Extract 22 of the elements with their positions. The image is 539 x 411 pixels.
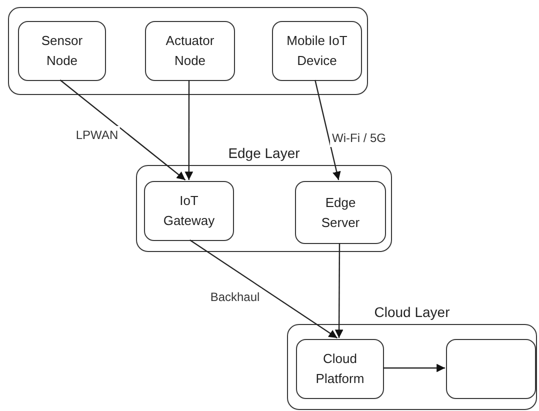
box-label: Edge Server (320, 194, 361, 232)
layer-heading: Cloud Layer (373, 303, 451, 322)
layer-heading: Edge Layer (227, 144, 301, 163)
arrow (383, 364, 445, 372)
process-box (145, 21, 235, 81)
process-box (272, 21, 362, 81)
process-box (295, 181, 386, 244)
process-box (296, 339, 384, 399)
arrow (189, 240, 338, 338)
box-label: Mobile IoT Device (286, 32, 348, 70)
arrow (314, 80, 341, 180)
box-label: Cloud Platform (314, 350, 366, 388)
arrow (184, 80, 194, 180)
arrow (60, 80, 186, 180)
process-box (446, 339, 536, 399)
box-label: Sensor Node (40, 32, 84, 70)
layer-container (8, 7, 368, 95)
arrow (334, 243, 344, 338)
box-label: Actuator Node (164, 32, 216, 70)
box-label: IoT Gateway (162, 192, 216, 230)
process-box (144, 181, 234, 241)
process-box (18, 21, 106, 81)
